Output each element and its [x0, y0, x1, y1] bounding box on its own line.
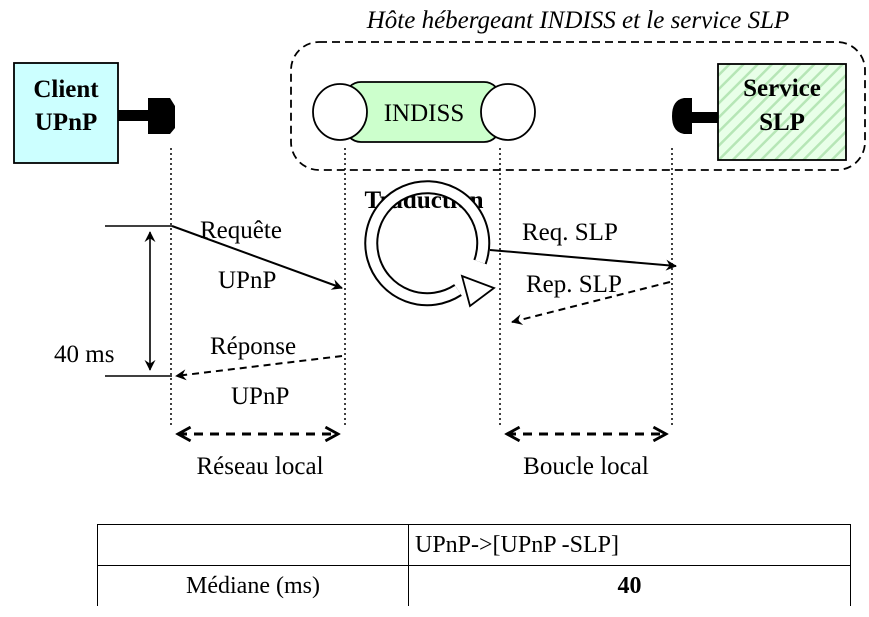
service-socket-icon	[672, 98, 692, 134]
table-row: Médiane (ms) 40	[97, 565, 851, 606]
client-label-line1: Client	[33, 76, 99, 103]
table-header-cell	[97, 524, 409, 566]
service-label-line2: SLP	[759, 109, 805, 136]
translation-cycle-icon	[364, 180, 496, 308]
request-label-line2: UPnP	[218, 267, 276, 294]
indiss-right-port-icon	[480, 83, 536, 141]
request-label-line1: Requête	[200, 217, 282, 244]
response-label-line2: UPnP	[231, 383, 289, 410]
client-label-line2: UPnP	[35, 109, 98, 136]
host-label: Hôte hébergeant INDISS et le service SLP	[366, 7, 790, 34]
host-boundary	[290, 41, 866, 171]
table-header-row: UPnP->[UPnP -SLP]	[97, 524, 851, 566]
service-label-line1: Service	[743, 75, 821, 102]
client-plug-icon	[148, 98, 175, 134]
service-slp-box	[717, 63, 847, 161]
rep-slp-arrow	[511, 281, 671, 325]
results-table: UPnP->[UPnP -SLP] Médiane (ms) 40	[97, 524, 851, 606]
indiss-left-port-icon	[312, 83, 368, 141]
req-slp-arrow	[489, 249, 677, 271]
response-label-line1: Réponse	[210, 333, 296, 360]
indiss-label: INDISS	[384, 100, 465, 127]
duration-label: 40 ms	[54, 341, 114, 368]
median-value-cell: 40	[408, 565, 851, 606]
rep-slp-label: Rep. SLP	[526, 271, 622, 298]
response-upnp-arrow	[175, 355, 343, 381]
loop-local-label: Boucle local	[523, 453, 649, 480]
table-header-cell: UPnP->[UPnP -SLP]	[408, 524, 851, 566]
network-local-label: Réseau local	[196, 453, 323, 480]
req-slp-label: Req. SLP	[522, 219, 618, 246]
client-upnp-box	[13, 62, 119, 164]
median-label-cell: Médiane (ms)	[97, 565, 409, 606]
service-socket-stem	[690, 112, 718, 123]
client-plug-stem	[118, 110, 148, 121]
request-upnp-arrow	[171, 225, 343, 290]
